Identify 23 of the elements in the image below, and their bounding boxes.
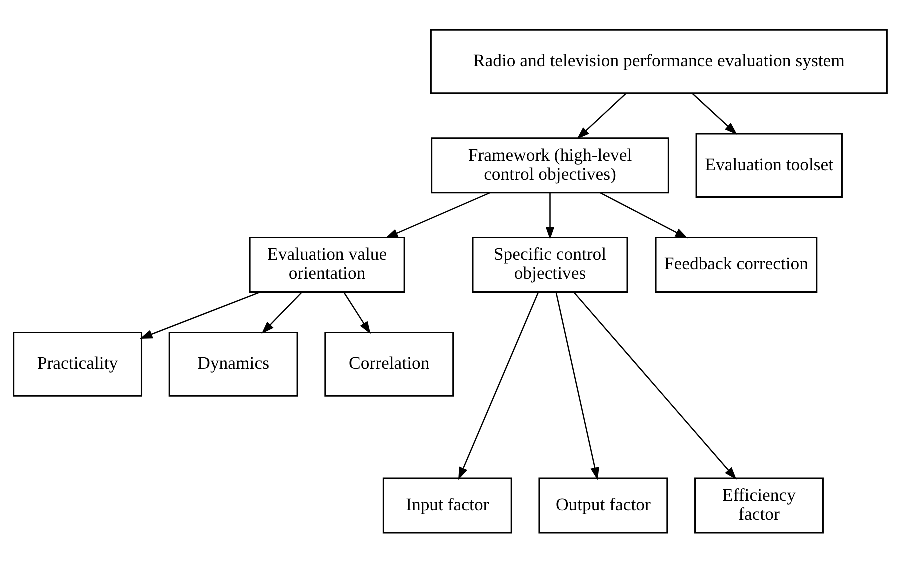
node-box: Input factor [382, 478, 512, 534]
arrow [140, 292, 261, 340]
arrow [385, 192, 491, 238]
node-box: Radio and television performance evaluation system [430, 29, 888, 94]
node-box: Evaluation value orientation [249, 237, 406, 294]
arrow [262, 292, 303, 334]
node-box: Framework (high-level control objectives) [431, 138, 670, 194]
node-box: Specific control objectives [472, 237, 628, 294]
arrow [574, 292, 737, 480]
node-box: Practicality [13, 332, 142, 397]
node-box: Efficiency factor [694, 478, 824, 534]
arrow [556, 292, 600, 480]
arrow [458, 292, 540, 480]
node-box: Feedback correction [655, 237, 818, 294]
node-box: Dynamics [168, 332, 298, 397]
arrow [692, 92, 738, 135]
arrow [577, 92, 627, 140]
arrow [343, 292, 371, 334]
arrow [546, 192, 555, 240]
node-box: Evaluation toolset [696, 133, 843, 198]
arrow [600, 192, 688, 239]
node-box: Output factor [538, 478, 668, 534]
node-box: Correlation [324, 332, 454, 397]
